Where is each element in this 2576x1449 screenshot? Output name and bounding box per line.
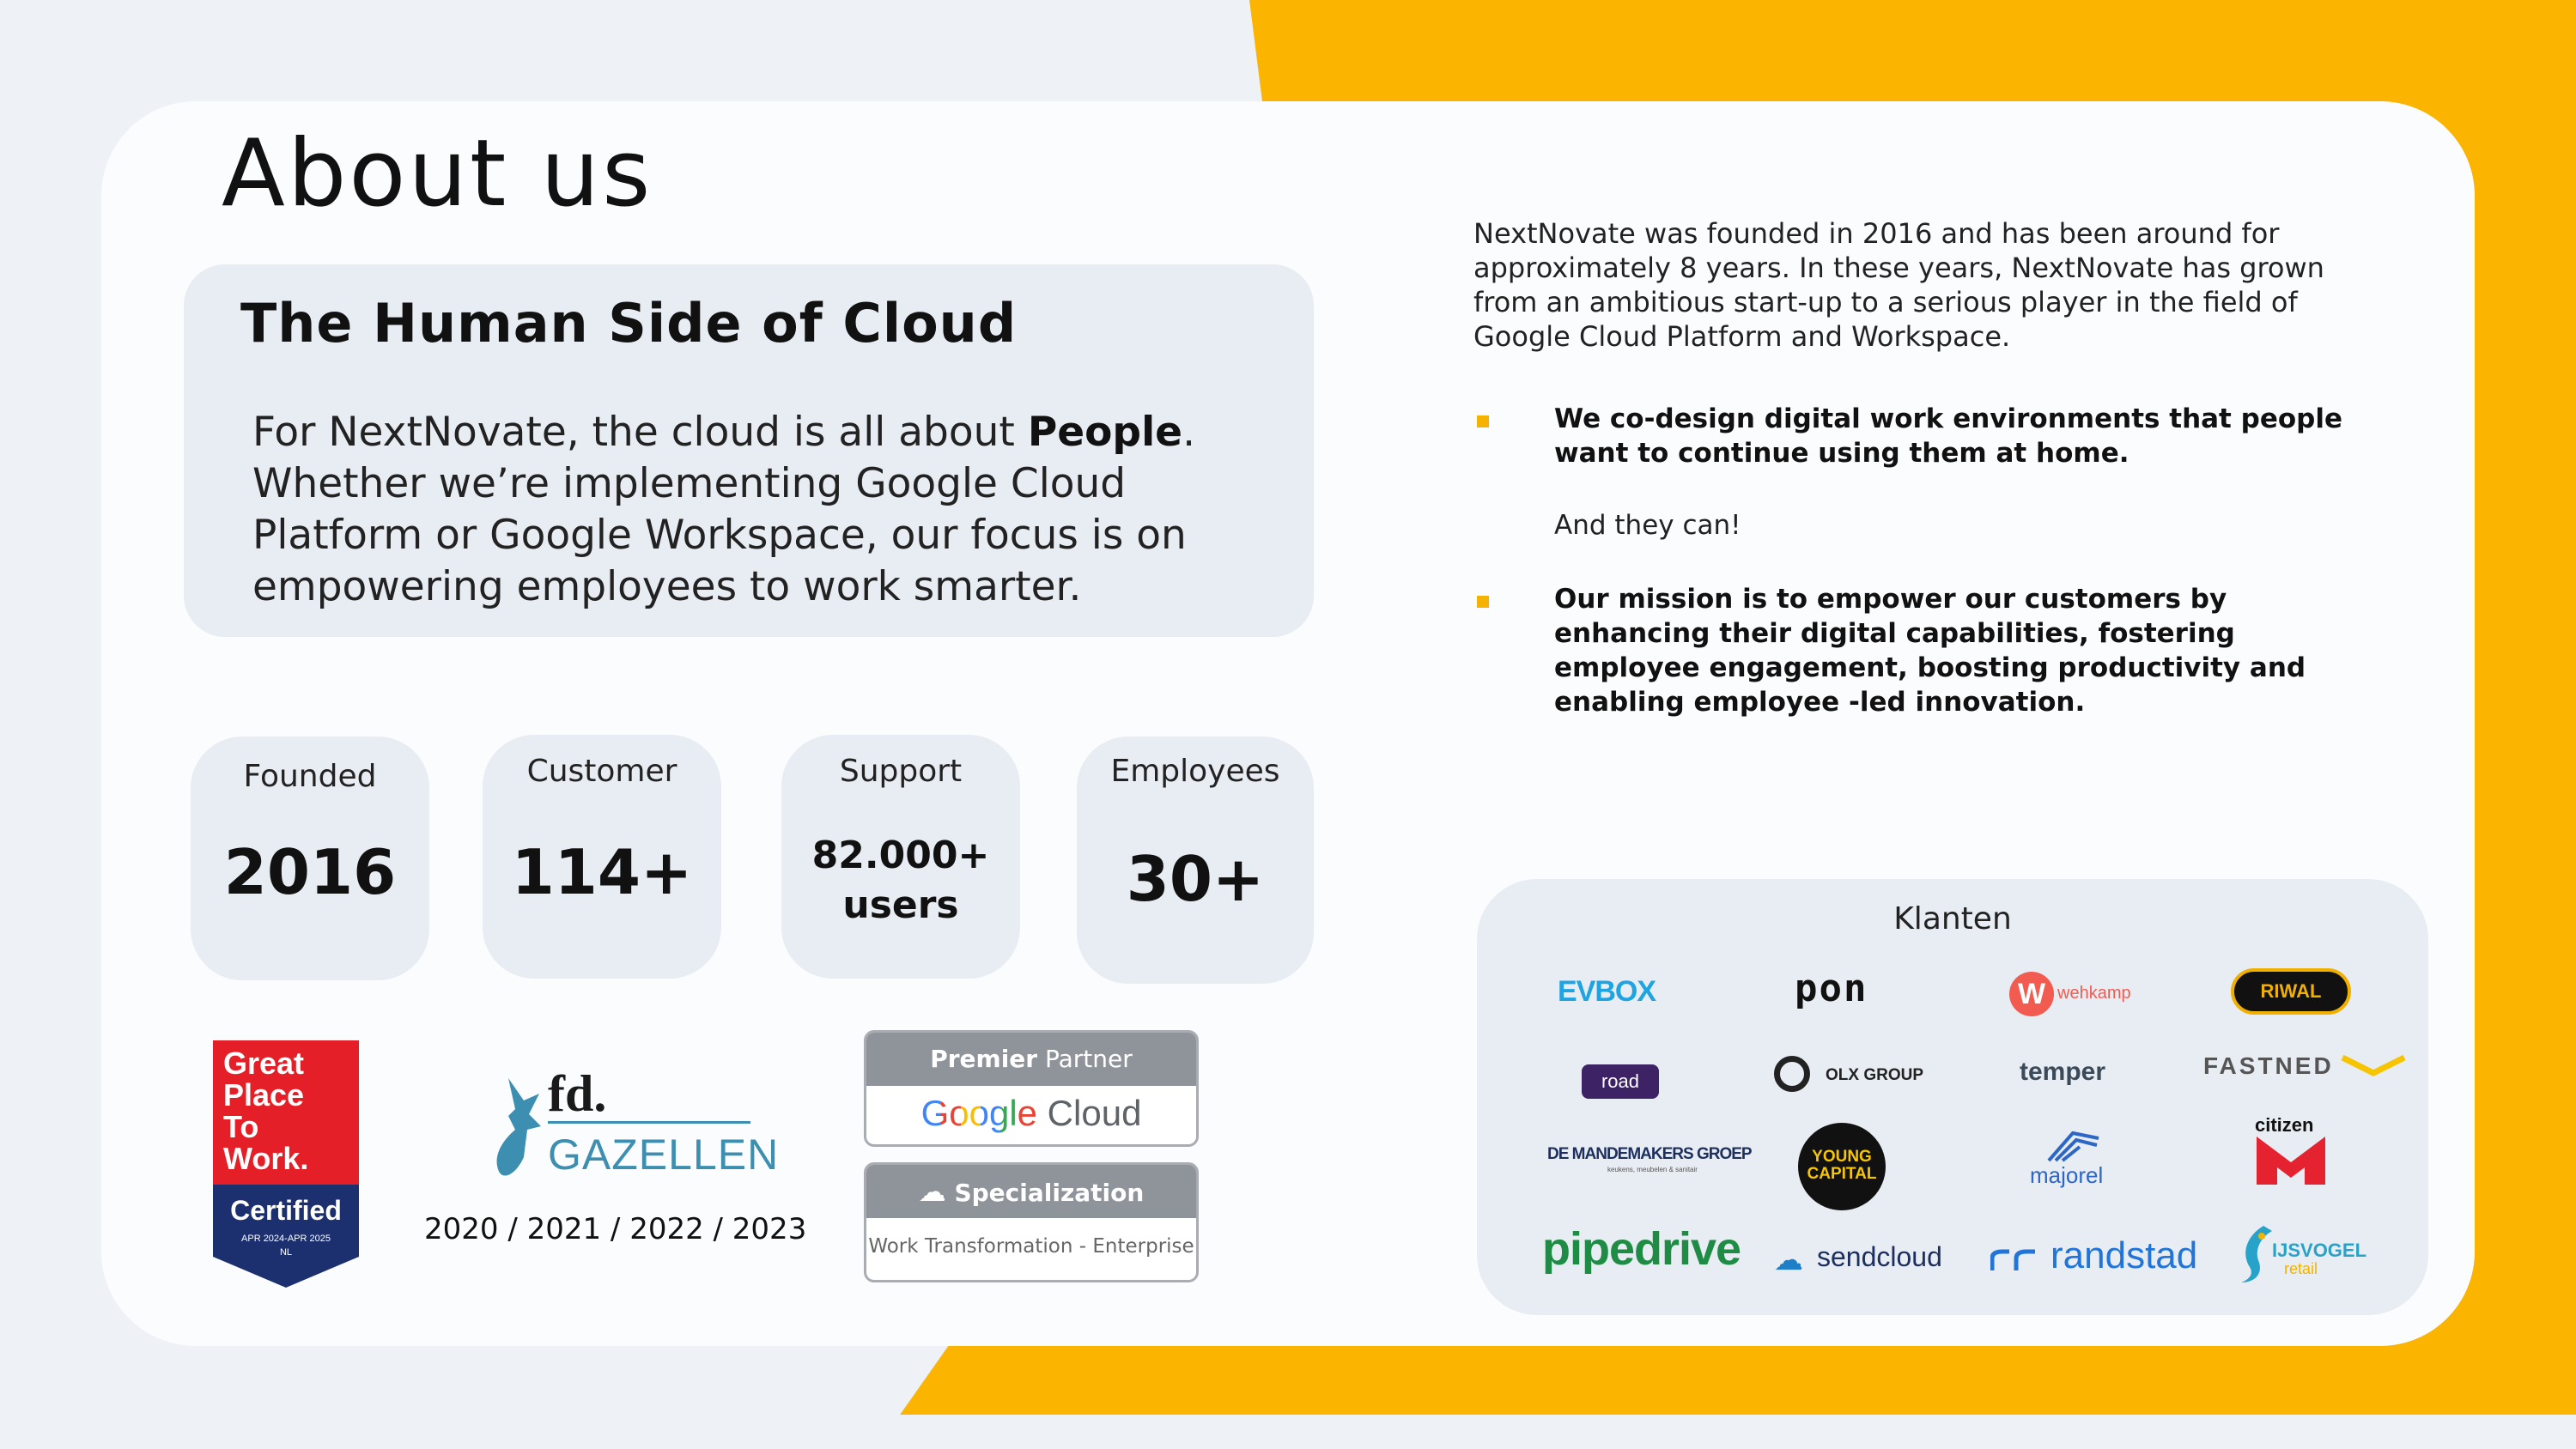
gptw-line: To — [223, 1109, 259, 1144]
road-logo: road — [1582, 1064, 1659, 1099]
stat-label: Founded — [243, 759, 377, 794]
gptw-certified: Certified — [230, 1195, 342, 1226]
badge-header: ☁ Specialization — [866, 1165, 1196, 1218]
majorel-icon — [2047, 1131, 2099, 1162]
gptw-country: NL — [279, 1247, 293, 1258]
gptw-line: Work. — [223, 1141, 309, 1176]
badge-header-bold: Premier — [930, 1045, 1038, 1073]
pipedrive-logo: pipedrive — [1542, 1223, 1741, 1275]
stat-founded: Founded 2016 — [191, 737, 429, 980]
fd-divider — [548, 1121, 750, 1124]
hero-panel — [184, 264, 1314, 637]
ijsvogel-logo: IJSVOGEL — [2272, 1240, 2367, 1261]
gptw-red-block: Great Place To Work. — [213, 1040, 359, 1185]
stat-value-unit: users — [842, 883, 959, 927]
google-cloud-wordmark: Google Cloud — [866, 1086, 1196, 1141]
stat-value: 2016 — [223, 836, 397, 908]
fastned-chevron-icon — [2341, 1054, 2406, 1076]
gazellen-text: GAZELLEN — [548, 1131, 780, 1179]
olx-group-logo: OLX GROUP — [1826, 1066, 1924, 1084]
young-capital-line: YOUNG — [1812, 1148, 1872, 1166]
specialization-title: Specialization — [954, 1179, 1145, 1207]
hero-title: The Human Side of Cloud — [240, 292, 1018, 355]
intro-text: NextNovate was founded in 2016 and has b… — [1473, 217, 2324, 353]
stat-value: 30+ — [1126, 843, 1265, 915]
google-text: Google — [920, 1093, 1038, 1133]
randstad-logo: randstad — [2050, 1234, 2198, 1276]
fd-gazellen-logo: fd. GAZELLEN — [489, 1064, 778, 1202]
great-place-to-work-badge: Great Place To Work. Certified APR 2024-… — [213, 1040, 359, 1288]
ijsvogel-bird-icon — [2241, 1226, 2272, 1282]
mandemakers-tagline: keukens, meubelen & sanitair — [1607, 1166, 1698, 1173]
gptw-blue-block: Certified APR 2024-APR 2025 NL — [213, 1185, 359, 1288]
specialization-badge: ☁ Specialization Work Transformation - E… — [864, 1162, 1199, 1282]
fd-text: fd. — [548, 1065, 607, 1122]
citizen-logo: citizen — [2255, 1114, 2314, 1136]
ijsvogel-retail-text: retail — [2284, 1260, 2318, 1277]
badge-header: Premier Partner — [866, 1033, 1196, 1086]
sendcloud-icon: ☁ — [1774, 1244, 1803, 1276]
mandemakers-logo: DE MANDEMAKERS GROEP — [1547, 1145, 1753, 1163]
hero-body-bold: People — [1027, 409, 1183, 456]
specialization-body: Work Transformation - Enterprise — [868, 1235, 1194, 1258]
hero-body-prefix: For NextNovate, the cloud is all about — [252, 409, 1028, 456]
olx-icon — [1774, 1056, 1810, 1092]
gazelle-icon — [496, 1078, 541, 1176]
cloud-text: Cloud — [1037, 1093, 1142, 1133]
majorel-logo: majorel — [2030, 1162, 2104, 1188]
wehkamp-icon: W — [2009, 972, 2054, 1016]
hero-body-suffix: . Whether we’re implementing Google Clou… — [252, 409, 1196, 610]
stat-label: Employees — [1110, 754, 1280, 789]
award-years: 2020 / 2021 / 2022 / 2023 — [424, 1212, 807, 1246]
pon-logo: pon — [1795, 967, 1868, 1010]
bullet-aside: And they can! — [1554, 510, 1741, 541]
gptw-line: Place — [223, 1077, 305, 1113]
clients-title: Klanten — [1893, 901, 2012, 937]
evbox-logo: EVBOX — [1558, 975, 1656, 1008]
randstad-icon — [1990, 1249, 2035, 1270]
bullet-icon — [1477, 596, 1489, 608]
citizen-m-icon — [2257, 1137, 2325, 1185]
young-capital-line: CAPITAL — [1807, 1165, 1877, 1183]
young-capital-logo: YOUNG CAPITAL — [1798, 1123, 1886, 1210]
stat-label: Customer — [526, 754, 677, 789]
badge-header-rest: Partner — [1037, 1045, 1133, 1073]
google-cloud-premier-partner-badge: Premier Partner Google Cloud — [864, 1030, 1199, 1147]
stat-support: Support 82.000+ users — [781, 735, 1020, 979]
hero-body: For NextNovate, the cloud is all about P… — [252, 407, 1300, 613]
temper-logo: temper — [2020, 1058, 2106, 1086]
cloud-icon: ☁ — [918, 1175, 946, 1208]
bullet-icon — [1477, 415, 1489, 427]
sendcloud-logo: sendcloud — [1817, 1241, 1942, 1272]
stat-customer: Customer 114+ — [483, 735, 721, 979]
stat-value: 82.000+ — [811, 834, 990, 877]
stat-label: Support — [839, 754, 963, 789]
fastned-logo: FASTNED — [2203, 1052, 2334, 1079]
gptw-period: APR 2024-APR 2025 — [241, 1234, 331, 1244]
page-title: About us — [222, 120, 653, 227]
riwal-logo: RIWAL — [2231, 968, 2351, 1015]
stat-employees: Employees 30+ — [1077, 737, 1314, 984]
gptw-line: Great — [223, 1046, 305, 1081]
stat-value: 114+ — [511, 836, 693, 908]
bullet-mission: Our mission is to empower our customers … — [1554, 584, 2306, 718]
wehkamp-logo: wehkamp — [2057, 984, 2131, 1003]
bullet-codesign: We co-design digital work environments t… — [1554, 403, 2343, 469]
